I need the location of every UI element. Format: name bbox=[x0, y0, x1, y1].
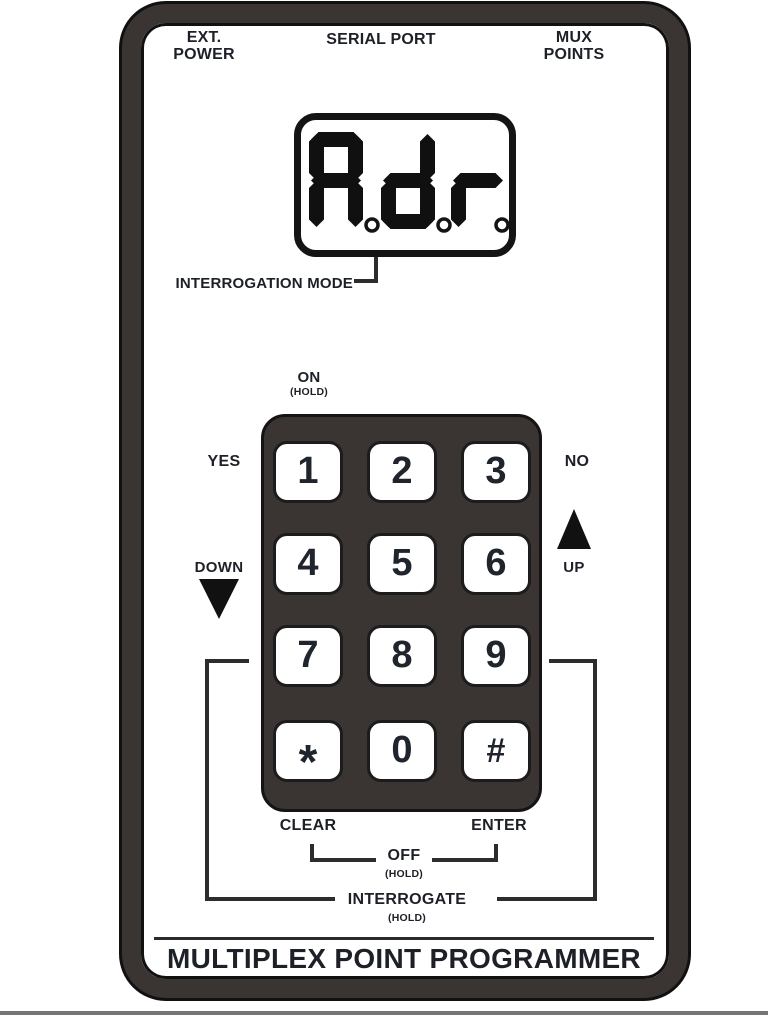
interrogation-mode-connector bbox=[354, 257, 378, 283]
on-hold-text: (HOLD) bbox=[290, 386, 328, 398]
key-label: * bbox=[298, 736, 318, 789]
key-label: 2 bbox=[391, 450, 413, 492]
interrogate-label: INTERROGATE bbox=[347, 891, 467, 908]
lcd-char bbox=[381, 134, 435, 229]
interrogate-bracket-left-foot bbox=[205, 897, 335, 901]
up-arrow-icon bbox=[557, 509, 591, 549]
key-8[interactable]: 8 bbox=[367, 625, 437, 687]
off-label: OFF bbox=[387, 847, 421, 864]
lcd-decimal-point bbox=[436, 217, 452, 233]
key-3[interactable]: 3 bbox=[461, 441, 531, 503]
key-7[interactable]: 7 bbox=[273, 625, 343, 687]
ext-power-label: EXT. POWER bbox=[159, 29, 249, 63]
off-bracket-right bbox=[432, 844, 498, 862]
mux-points-line1: MUX bbox=[555, 29, 593, 46]
device-frame: EXT. POWER SERIAL PORT MUX POINTS INTERR… bbox=[122, 4, 688, 998]
key-0[interactable]: 0 bbox=[367, 720, 437, 782]
serial-port-label: SERIAL PORT bbox=[326, 31, 436, 48]
key-label: 4 bbox=[297, 542, 319, 584]
lcd-decimal-point bbox=[364, 217, 380, 233]
key-label: # bbox=[486, 732, 506, 770]
keypad-keys: 1 2 3 4 5 6 7 8 9 * 0 # bbox=[264, 417, 539, 809]
down-arrow-icon bbox=[199, 579, 239, 619]
down-label: DOWN bbox=[194, 559, 244, 576]
key-label: 0 bbox=[391, 729, 413, 771]
lcd-char bbox=[309, 132, 363, 227]
on-text: ON bbox=[297, 369, 321, 386]
up-label: UP bbox=[563, 559, 585, 576]
interrogate-bracket-left bbox=[205, 659, 249, 901]
lcd-char bbox=[451, 173, 503, 227]
key-star[interactable]: * bbox=[273, 720, 343, 789]
off-hold-label: (HOLD) bbox=[385, 868, 423, 880]
keypad: 1 2 3 4 5 6 7 8 9 * 0 # bbox=[261, 414, 542, 812]
lcd-decimal-point bbox=[494, 217, 509, 233]
ext-power-line1: EXT. bbox=[186, 29, 222, 46]
on-label: ON (HOLD) bbox=[269, 369, 349, 398]
no-label: NO bbox=[564, 453, 590, 470]
off-bracket-left bbox=[310, 844, 376, 862]
key-label: 9 bbox=[485, 634, 507, 676]
lcd-svg bbox=[309, 132, 509, 233]
key-5[interactable]: 5 bbox=[367, 533, 437, 595]
ext-power-line2: POWER bbox=[173, 46, 235, 63]
enter-label: ENTER bbox=[471, 817, 527, 834]
key-label: 1 bbox=[297, 450, 319, 492]
device-face: EXT. POWER SERIAL PORT MUX POINTS INTERR… bbox=[141, 23, 669, 979]
key-2[interactable]: 2 bbox=[367, 441, 437, 503]
key-label: 7 bbox=[297, 634, 319, 676]
key-9[interactable]: 9 bbox=[461, 625, 531, 687]
key-6[interactable]: 6 bbox=[461, 533, 531, 595]
key-1[interactable]: 1 bbox=[273, 441, 343, 503]
key-hash[interactable]: # bbox=[461, 720, 531, 782]
key-label: 3 bbox=[485, 450, 507, 492]
clear-label: CLEAR bbox=[279, 817, 337, 834]
interrogate-bracket-right bbox=[549, 659, 597, 901]
interrogate-bracket-right-foot bbox=[497, 897, 597, 901]
key-4[interactable]: 4 bbox=[273, 533, 343, 595]
interrogate-hold-label: (HOLD) bbox=[388, 912, 426, 924]
footer-separator bbox=[154, 937, 654, 940]
key-label: 8 bbox=[391, 634, 413, 676]
yes-label: YES bbox=[207, 453, 241, 470]
page-bottom-rule bbox=[0, 1011, 768, 1015]
mux-points-label: MUX POINTS bbox=[531, 29, 617, 63]
key-label: 6 bbox=[485, 542, 507, 584]
key-label: 5 bbox=[391, 542, 413, 584]
interrogation-mode-label: INTERROGATION MODE bbox=[175, 275, 353, 292]
lcd-display bbox=[294, 113, 516, 257]
device-title: MULTIPLEX POINT PROGRAMMER bbox=[167, 943, 641, 974]
mux-points-line2: POINTS bbox=[543, 46, 605, 63]
